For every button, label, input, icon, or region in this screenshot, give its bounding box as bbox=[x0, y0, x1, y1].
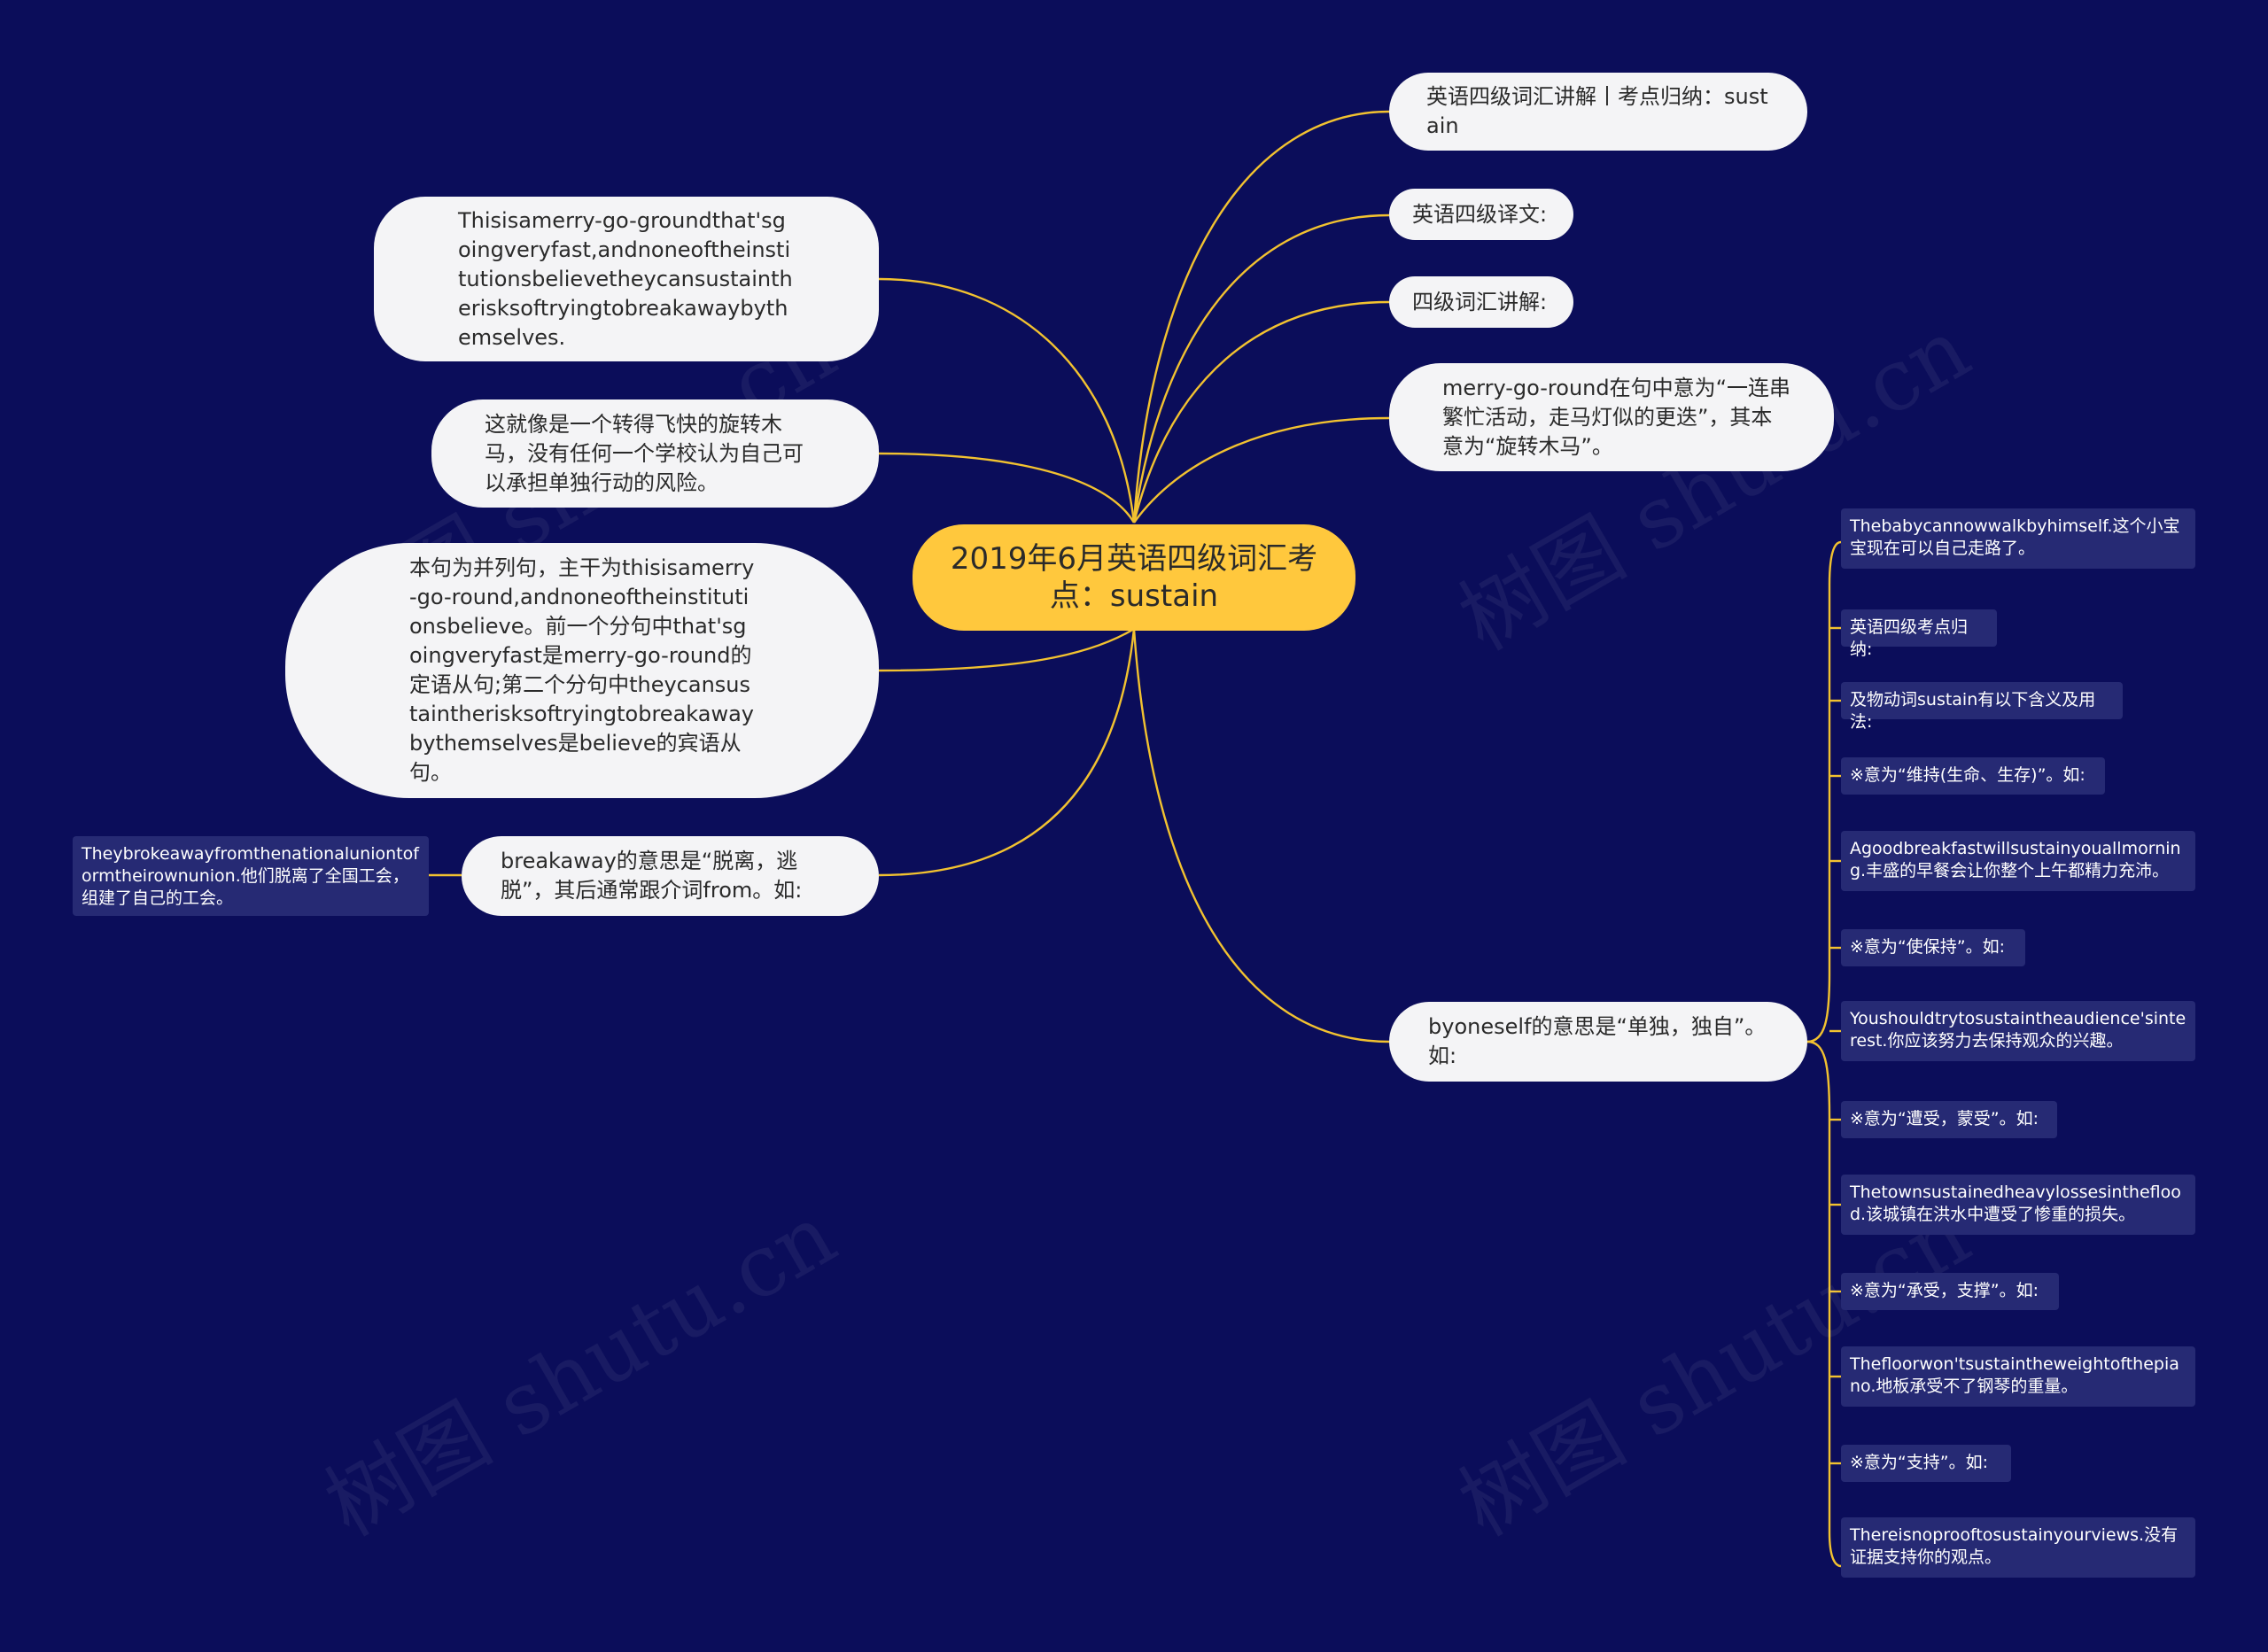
right-leaf[interactable]: Thebabycannowwalkbyhimself.这个小宝宝现在可以自己走路… bbox=[1841, 508, 2195, 569]
leaf-label: ※意为“维持(生命、生存)”。如: bbox=[1850, 765, 2085, 785]
right-leaf[interactable]: 及物动词sustain有以下含义及用法: bbox=[1841, 682, 2123, 732]
left-node-breakaway[interactable]: breakaway的意思是“脱离，逃脱”，其后通常跟介词from。如: bbox=[462, 836, 879, 916]
right-node-vocab[interactable]: 四级词汇讲解: bbox=[1389, 276, 1573, 328]
left-node-translation[interactable]: 这就像是一个转得飞快的旋转木马，没有任何一个学校认为自己可以承担单独行动的风险。 bbox=[431, 399, 879, 508]
leaf-label: Thereisnoprooftosustainyourviews.没有证据支持你… bbox=[1850, 1525, 2179, 1567]
leaf-label: ※意为“支持”。如: bbox=[1850, 1453, 1989, 1472]
right-node-byoneself[interactable]: byoneself的意思是“单独，独自”。如: bbox=[1389, 1002, 1807, 1082]
right-node-label: 四级词汇讲解: bbox=[1412, 289, 1548, 314]
left-node-analysis[interactable]: 本句为并列句，主干为thisisamerry-go-round,andnoneo… bbox=[285, 543, 879, 798]
left-node-label: 这就像是一个转得飞快的旋转木马，没有任何一个学校认为自己可以承担单独行动的风险。 bbox=[485, 411, 804, 495]
right-leaf[interactable]: Thefloorwon'tsustaintheweightofthepiano.… bbox=[1841, 1346, 2195, 1407]
right-leaf[interactable]: Youshouldtrytosustaintheaudience'sintere… bbox=[1841, 1001, 2195, 1061]
right-leaf[interactable]: ※意为“维持(生命、生存)”。如: bbox=[1841, 757, 2105, 795]
leaf-label: Agoodbreakfastwillsustainyouallmorning.丰… bbox=[1850, 839, 2181, 880]
left-node-label: breakaway的意思是“脱离，逃脱”，其后通常跟介词from。如: bbox=[501, 849, 803, 903]
root-label: 2019年6月英语四级词汇考点：sustain bbox=[950, 541, 1318, 614]
left-node-sentence[interactable]: Thisisamerry-go-groundthat'sgoingveryfas… bbox=[374, 197, 879, 361]
right-node-title[interactable]: 英语四级词汇讲解丨考点归纳：sustain bbox=[1389, 73, 1807, 151]
leaf-label: ※意为“遭受，蒙受”。如: bbox=[1850, 1109, 2039, 1128]
leaf-label: 英语四级考点归纳: bbox=[1850, 617, 1969, 659]
right-node-label: merry-go-round在句中意为“一连串繁忙活动，走马灯似的更迭”，其本意… bbox=[1442, 375, 1791, 459]
right-node-label: 英语四级译文: bbox=[1412, 201, 1548, 227]
leaf-label: ※意为“承受，支撑”。如: bbox=[1850, 1281, 2039, 1300]
right-node-label: 英语四级词汇讲解丨考点归纳：sustain bbox=[1426, 84, 1768, 138]
left-leaf-example[interactable]: Theybrokeawayfromthenationaluniontoformt… bbox=[73, 836, 429, 916]
leaf-label: Thebabycannowwalkbyhimself.这个小宝宝现在可以自己走路… bbox=[1850, 516, 2180, 558]
left-node-label: 本句为并列句，主干为thisisamerry-go-round,andnoneo… bbox=[409, 555, 755, 785]
right-node-merry-go-round[interactable]: merry-go-round在句中意为“一连串繁忙活动，走马灯似的更迭”，其本意… bbox=[1389, 363, 1834, 471]
right-leaf[interactable]: Thetownsustainedheavylossesintheflood.该城… bbox=[1841, 1175, 2195, 1235]
right-leaf[interactable]: ※意为“使保持”。如: bbox=[1841, 929, 2025, 966]
right-node-label: byoneself的意思是“单独，独自”。如: bbox=[1428, 1014, 1767, 1068]
leaf-label: 及物动词sustain有以下含义及用法: bbox=[1850, 690, 2096, 732]
right-node-translation[interactable]: 英语四级译文: bbox=[1389, 189, 1573, 240]
leaf-label: ※意为“使保持”。如: bbox=[1850, 937, 2006, 957]
right-leaf[interactable]: 英语四级考点归纳: bbox=[1841, 609, 1997, 659]
leaf-label: Theybrokeawayfromthenationaluniontoformt… bbox=[82, 844, 419, 908]
right-leaf[interactable]: ※意为“承受，支撑”。如: bbox=[1841, 1273, 2059, 1310]
right-leaf[interactable]: Agoodbreakfastwillsustainyouallmorning.丰… bbox=[1841, 831, 2195, 891]
right-leaf[interactable]: ※意为“支持”。如: bbox=[1841, 1445, 2011, 1482]
root-node[interactable]: 2019年6月英语四级词汇考点：sustain bbox=[913, 524, 1355, 631]
leaf-label: Thefloorwon'tsustaintheweightofthepiano.… bbox=[1850, 1354, 2179, 1396]
right-leaf[interactable]: ※意为“遭受，蒙受”。如: bbox=[1841, 1101, 2057, 1138]
left-node-label: Thisisamerry-go-groundthat'sgoingveryfas… bbox=[458, 207, 793, 350]
right-leaf[interactable]: Thereisnoprooftosustainyourviews.没有证据支持你… bbox=[1841, 1517, 2195, 1578]
leaf-label: Youshouldtrytosustaintheaudience'sintere… bbox=[1850, 1009, 2186, 1051]
leaf-label: Thetownsustainedheavylossesintheflood.该城… bbox=[1850, 1183, 2181, 1224]
